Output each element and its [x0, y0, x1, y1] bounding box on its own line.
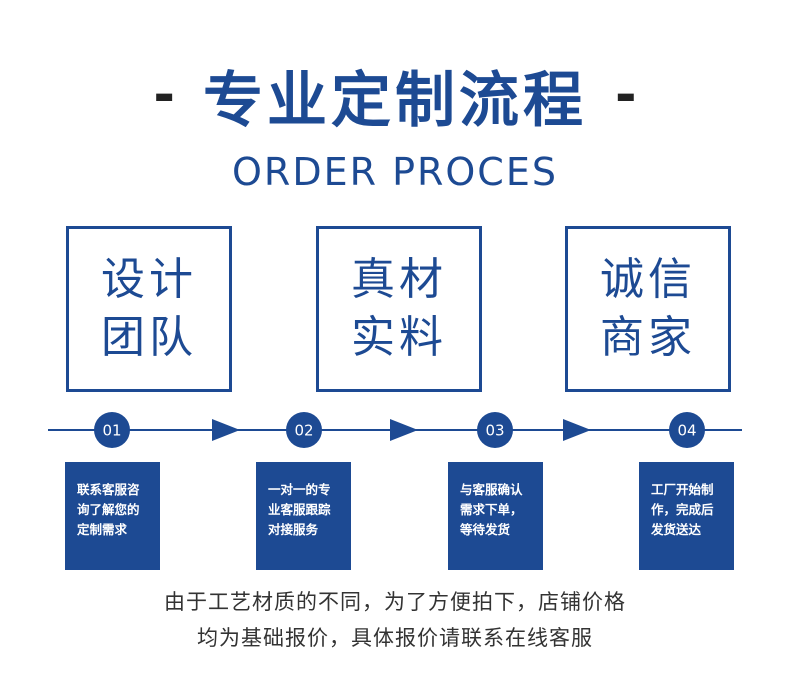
step-number: 03 [485, 422, 504, 440]
step-card-01: 联系客服咨 询了解您的 定制需求 [65, 462, 160, 570]
page-title: 专业定制流程 [203, 65, 587, 136]
step-text-line: 对接服务 [268, 522, 319, 537]
step-card-03: 与客服确认 需求下单， 等待发货 [448, 462, 543, 570]
step-text-line: 询了解您的 [77, 502, 140, 517]
step-marker-02: 02 [286, 412, 322, 448]
step-text-line: 工厂开始制 [651, 482, 714, 497]
step-number: 02 [294, 422, 313, 440]
price-note-line1: 由于工艺材质的不同，为了方便拍下，店铺价格 [164, 590, 626, 614]
step-text-line: 需求下单， [460, 502, 523, 517]
feature-line1: 设计 [101, 254, 197, 305]
feature-box-honest-merchant: 诚信 商家 [565, 226, 731, 392]
step-text-line: 发货送达 [651, 522, 702, 537]
step-text-line: 业客服跟踪 [268, 502, 331, 517]
step-text-line: 一对一的专 [268, 482, 331, 497]
step-marker-03: 03 [477, 412, 513, 448]
arrow-right-icon [563, 419, 591, 441]
feature-line2: 实料 [351, 312, 447, 363]
title-dash-right: - [615, 65, 637, 125]
price-note-line2: 均为基础报价，具体报价请联系在线客服 [197, 626, 593, 650]
title-dash-left: - [153, 65, 175, 125]
feature-box-quality-material: 真材 实料 [316, 226, 482, 392]
step-text-line: 作，完成后 [651, 502, 714, 517]
step-text-line: 定制需求 [77, 522, 128, 537]
step-number: 04 [677, 422, 696, 440]
page-subtitle: ORDER PROCES [232, 150, 558, 194]
feature-line2: 团队 [101, 312, 197, 363]
step-text-line: 联系客服咨 [77, 482, 140, 497]
arrow-right-icon [212, 419, 240, 441]
step-marker-01: 01 [94, 412, 130, 448]
step-text-line: 等待发货 [460, 522, 511, 537]
feature-line1: 诚信 [600, 254, 696, 305]
step-text-line: 与客服确认 [460, 482, 523, 497]
feature-line1: 真材 [351, 254, 447, 305]
step-card-02: 一对一的专 业客服跟踪 对接服务 [256, 462, 351, 570]
header-title: - 专业定制流程 - [0, 55, 790, 136]
step-card-04: 工厂开始制 作，完成后 发货送达 [639, 462, 734, 570]
process-timeline: 01 02 03 04 [48, 412, 742, 448]
step-marker-04: 04 [669, 412, 705, 448]
arrow-right-icon [390, 419, 418, 441]
feature-box-design-team: 设计 团队 [66, 226, 232, 392]
step-number: 01 [102, 422, 121, 440]
feature-line2: 商家 [600, 312, 696, 363]
